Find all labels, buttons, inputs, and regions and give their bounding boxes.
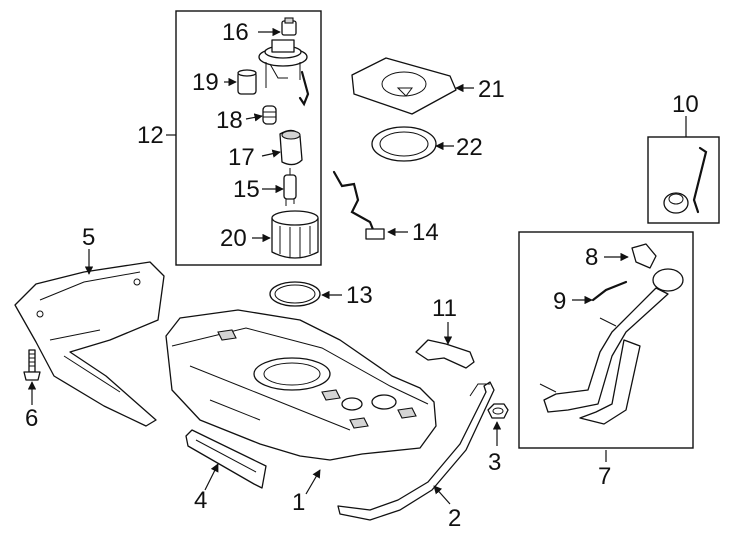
filler-cap-icon [663,146,708,214]
fuel-pump-group-box [175,10,322,266]
filler-housing-icon [631,243,657,269]
callout-6: 6 [25,405,38,432]
sender-harness-icon [332,170,385,240]
pump-flange-icon [258,39,310,107]
callout-13: 13 [346,282,373,309]
leader-4 [204,463,219,491]
leader-1 [305,469,321,495]
callout-9: 9 [553,288,566,315]
leader-17 [261,149,281,158]
callout-12: 12 [137,122,164,149]
pump-connector-icon [281,17,297,36]
callout-7: 7 [598,463,611,490]
callout-2: 2 [448,505,461,532]
callout-20: 20 [220,225,247,252]
callout-18: 18 [216,107,243,134]
callout-21: 21 [478,76,505,103]
pump-module-icon [279,129,303,166]
heat-shield-icon [14,261,165,427]
callout-8: 8 [585,244,598,271]
insulator-pad-icon [185,429,267,489]
callout-14: 14 [412,219,439,246]
filler-cap-group-box [647,136,720,224]
fuel-tank-icon [165,309,437,461]
callout-22: 22 [456,134,483,161]
filter-icon [237,69,257,95]
filler-hose-icon [415,339,475,369]
filler-pipe-group-box [518,231,694,449]
leader-2 [433,485,451,505]
spring-cap-icon [262,105,277,125]
bolt-icon [23,349,41,381]
callout-3: 3 [488,449,501,476]
gasket-icon [269,281,321,307]
callout-10: 10 [672,91,699,118]
nut-icon [487,403,509,419]
callout-5: 5 [82,224,95,251]
pump-motor-icon [283,168,297,206]
callout-4: 4 [194,487,207,514]
callout-17: 17 [228,144,255,171]
callout-1: 1 [292,489,305,516]
callout-15: 15 [233,176,260,203]
seal-ring-icon [371,126,437,162]
leader-18 [245,113,263,122]
cover-plate-icon [351,57,457,115]
callout-16: 16 [222,19,249,46]
callout-11: 11 [432,295,457,322]
vent-hose-icon [591,280,628,302]
strainer-cup-icon [271,210,319,259]
tank-strap-icon [337,381,495,521]
callout-19: 19 [192,69,219,96]
filler-pipe-icon [539,268,684,425]
